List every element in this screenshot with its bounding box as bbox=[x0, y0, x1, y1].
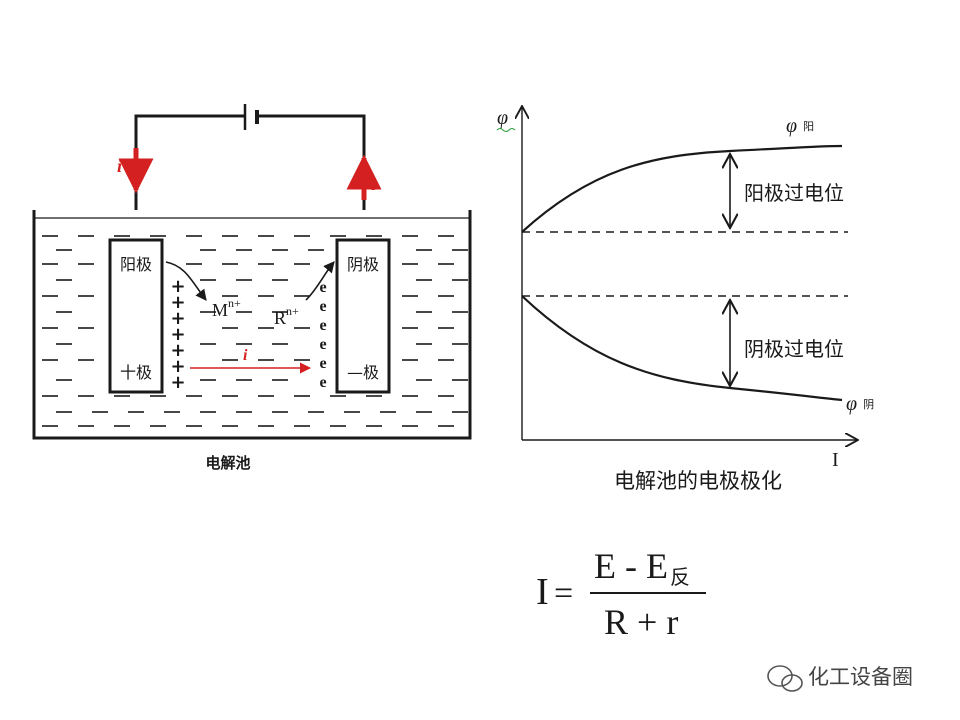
cathode-electrode bbox=[335, 238, 391, 394]
cathode-curve-sub: 阴 bbox=[863, 398, 874, 411]
internal-current-label: i bbox=[243, 347, 248, 364]
positive-charge: + bbox=[170, 292, 185, 313]
anode-sign-label: 十极 bbox=[120, 363, 152, 382]
metal-ion-label: Mn+ bbox=[212, 296, 241, 320]
formula-numerator-sub: 反 bbox=[670, 565, 690, 589]
cathode-sign-label: —极 bbox=[347, 363, 379, 382]
y-axis-label: φ bbox=[497, 107, 508, 129]
electron: e bbox=[319, 298, 326, 315]
anode-label: 阳极 bbox=[120, 255, 152, 274]
positive-charge: + bbox=[170, 308, 185, 329]
r-ion-symbol: R bbox=[274, 308, 286, 328]
electron: e bbox=[319, 279, 326, 296]
anode-curve-phi: φ bbox=[786, 115, 797, 137]
metal-ion-symbol: M bbox=[212, 300, 228, 320]
electron: e bbox=[319, 374, 326, 391]
wechat-icon bbox=[767, 665, 803, 692]
positive-charge: + bbox=[170, 372, 185, 393]
anode-overpotential-label: 阳极过电位 bbox=[744, 181, 844, 205]
electron: e bbox=[319, 317, 326, 334]
electron: e bbox=[319, 336, 326, 353]
formula-numerator-main: E - E bbox=[594, 546, 668, 586]
r-ion-label: Rn+ bbox=[274, 304, 299, 328]
anode-ion-arrow bbox=[165, 261, 207, 301]
metal-ion-charge: n+ bbox=[228, 296, 241, 310]
positive-charge: + bbox=[170, 340, 185, 361]
formula-equals: = bbox=[554, 575, 573, 612]
anode-curve-sub: 阳 bbox=[803, 120, 814, 133]
x-axis-label: I bbox=[832, 449, 839, 471]
positive-charge: + bbox=[170, 276, 185, 297]
anode-polarization-curve bbox=[521, 144, 843, 233]
formula-denominator: R + r bbox=[604, 602, 678, 642]
cathode-current-label: i bbox=[371, 174, 376, 194]
cell-caption: 电解池 bbox=[205, 454, 250, 472]
electron: e bbox=[319, 355, 326, 372]
y-axis-label-underline bbox=[496, 128, 516, 132]
anode-charges: +++++++ bbox=[170, 276, 185, 393]
cathode-label: 阴极 bbox=[347, 255, 379, 274]
watermark: 化工设备圈 bbox=[767, 665, 913, 692]
positive-charge: + bbox=[170, 356, 185, 377]
cathode-overpotential-label: 阴极过电位 bbox=[744, 337, 844, 361]
positive-charge: + bbox=[170, 324, 185, 345]
plot-caption: 电解池的电极极化 bbox=[614, 469, 782, 493]
watermark-text: 化工设备圈 bbox=[808, 665, 913, 689]
cathode-curve-phi: φ bbox=[846, 393, 857, 415]
external-wire bbox=[134, 114, 366, 210]
anode-electrode bbox=[108, 238, 164, 394]
electrolyte bbox=[42, 235, 468, 427]
tank bbox=[32, 210, 472, 440]
r-ion-charge: n+ bbox=[286, 304, 299, 318]
anode-current-label: i bbox=[117, 156, 122, 176]
cathode-polarization-curve bbox=[521, 295, 843, 402]
formula-lhs: I bbox=[536, 571, 549, 613]
cathode-ion-arrow bbox=[305, 261, 335, 301]
